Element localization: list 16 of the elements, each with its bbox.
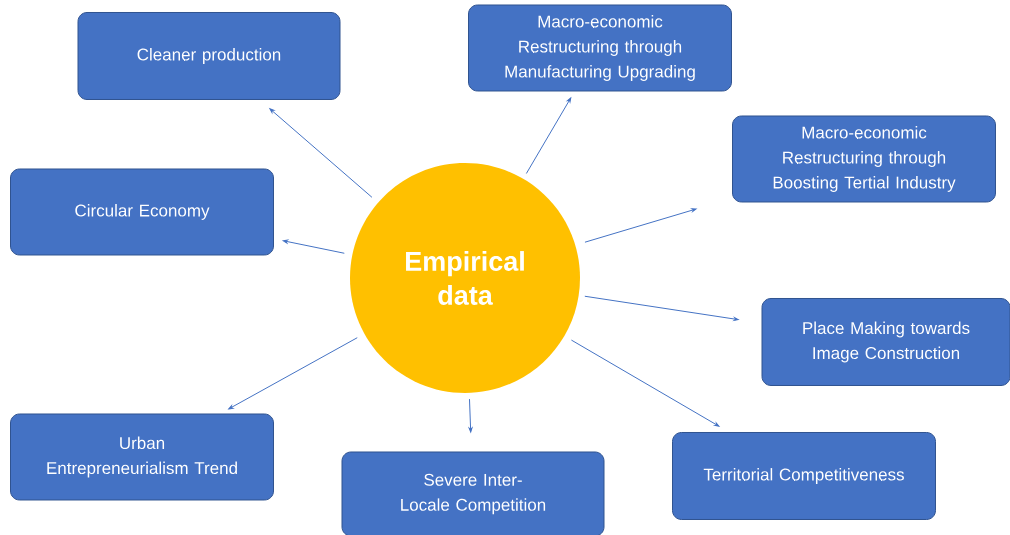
arrow xyxy=(570,339,720,427)
rounded-box: Territorial Competitiveness xyxy=(672,432,936,520)
arrow xyxy=(525,97,572,174)
rounded-box: Macro-economic Restructuring through Boosting Tertial Industry xyxy=(732,115,996,203)
arrow xyxy=(228,337,358,410)
arrow xyxy=(269,108,373,198)
rounded-box: Place Making towards Image Construction xyxy=(761,298,1010,386)
rounded-box: Severe Inter-Locale Competition xyxy=(341,451,605,535)
arrow xyxy=(468,398,473,433)
rounded-box: Circular Economy xyxy=(10,168,274,256)
arrow xyxy=(584,208,697,243)
arrow xyxy=(584,295,739,321)
rounded-box: Cleaner production xyxy=(77,12,341,100)
arrow xyxy=(282,239,345,254)
rounded-box: Macro-economic Restructuring through Manufacturing Upgrading xyxy=(468,4,732,92)
rounded-box: Urban Entrepreneurialism Trend xyxy=(10,413,274,501)
